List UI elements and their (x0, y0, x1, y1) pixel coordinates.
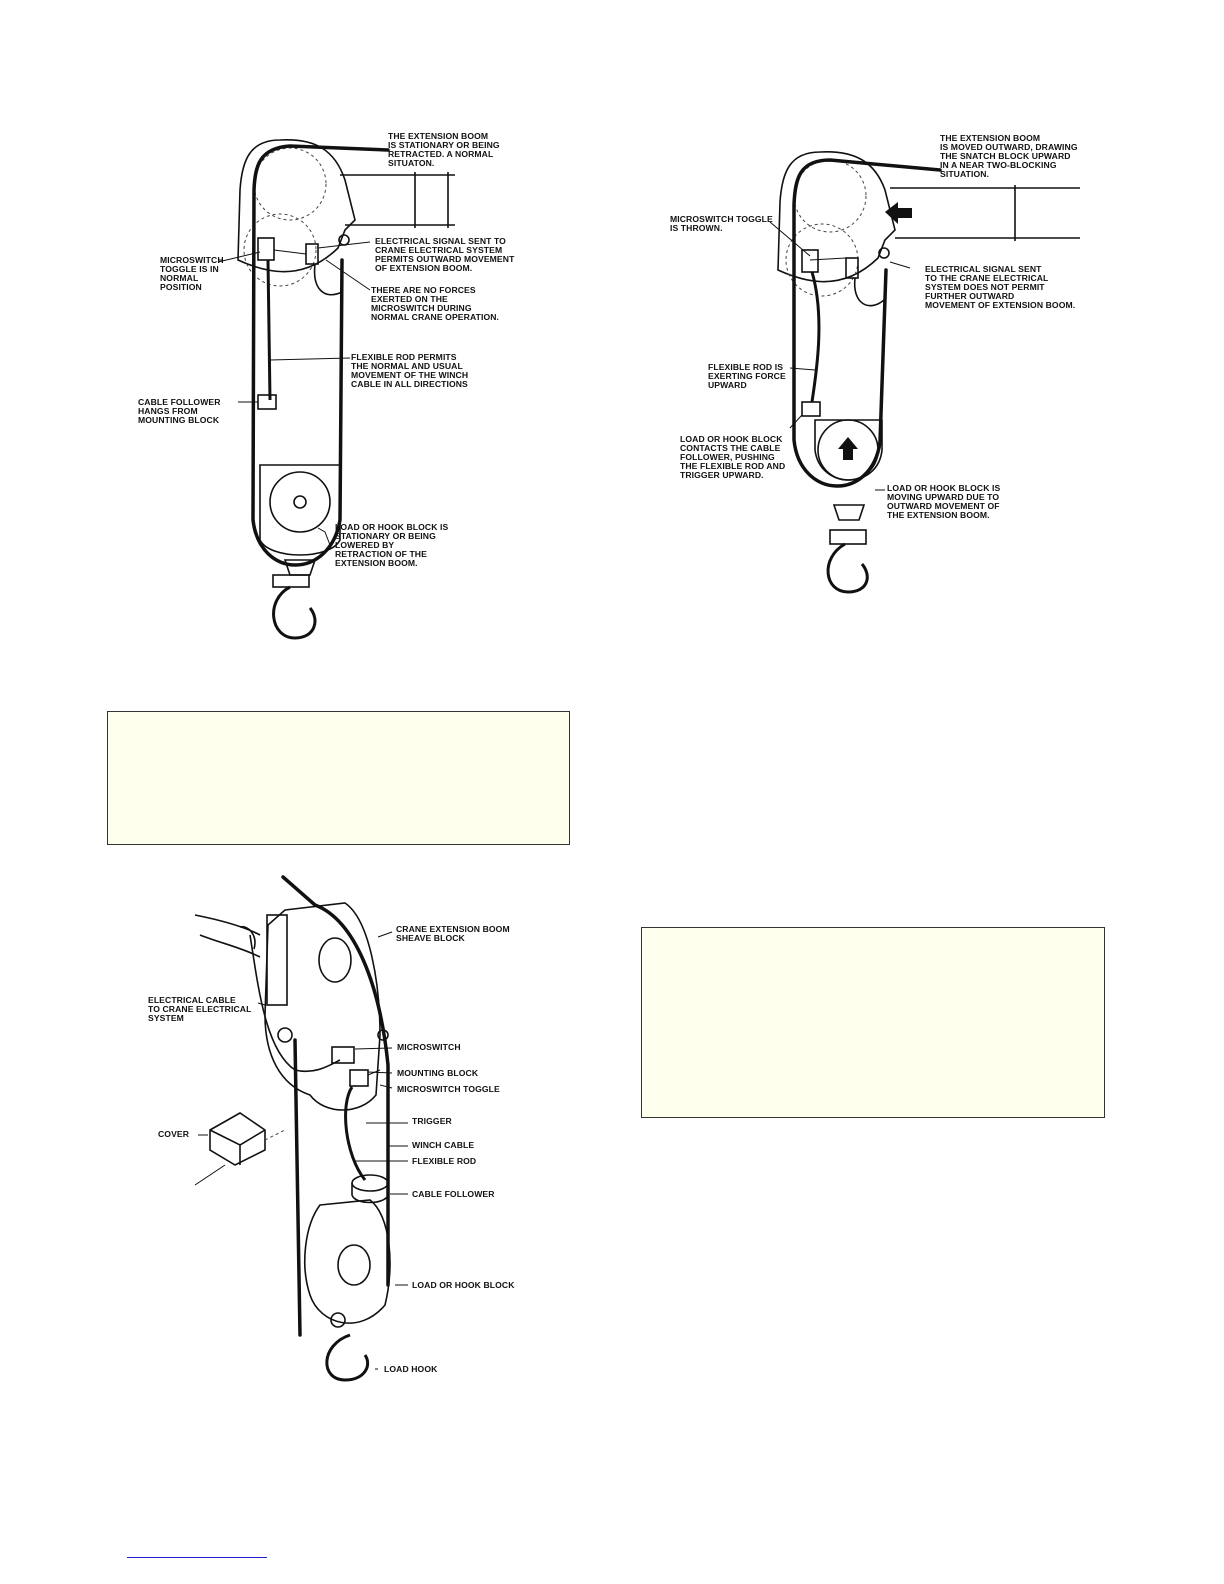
cover-screw (194, 1164, 226, 1186)
label-moving-up: LOAD OR HOOK BLOCK IS MOVING UPWARD DUE … (887, 483, 1003, 520)
note-box-right (641, 927, 1105, 1118)
cable-follower (257, 394, 277, 410)
hook-swivel (272, 574, 310, 588)
footer-link-underline[interactable] (127, 1557, 267, 1558)
mounting-block (801, 249, 819, 273)
electrical-cable (249, 934, 341, 1073)
note-box-left (107, 711, 570, 845)
label-toggle: MICROSWITCH TOGGLE IS THROWN. (670, 214, 775, 233)
toggle-line (273, 249, 307, 255)
load-hook (325, 1333, 370, 1382)
extension-boom (340, 174, 455, 226)
label-cable-follower: CABLE FOLLOWER (412, 1189, 495, 1199)
figure-normal-operation: THE EXTENSION BOOM IS STATIONARY OR BEIN… (138, 131, 517, 640)
sheave-block-outline (237, 139, 356, 273)
hook-block-sheave (337, 1244, 371, 1286)
label-boom-state: THE EXTENSION BOOM IS MOVED OUTWARD, DRA… (940, 133, 1080, 179)
upper-sheave (793, 159, 867, 233)
hook-block (259, 464, 341, 556)
arrow-up-icon (838, 437, 858, 460)
label-boom-state: THE EXTENSION BOOM IS STATIONARY OR BEIN… (388, 131, 502, 168)
flexible-rod (344, 1086, 367, 1181)
hook-block-sheave (817, 419, 879, 481)
load-hook (826, 542, 869, 594)
label-cable-follower: CABLE FOLLOWER HANGS FROM MOUNTING BLOCK (138, 397, 223, 425)
label-signal-sent: ELECTRICAL SIGNAL SENT TO CRANE ELECTRIC… (375, 236, 517, 273)
figure-component-detail: CRANE EXTENSION BOOM SHEAVE BLOCK ELECTR… (148, 875, 515, 1382)
label-hook-block: LOAD OR HOOK BLOCK (412, 1280, 515, 1290)
microswitch (845, 257, 859, 279)
label-microswitch-toggle: MICROSWITCH TOGGLE (397, 1084, 500, 1094)
label-hook-block: LOAD OR HOOK BLOCK IS STATIONARY OR BEIN… (335, 522, 451, 568)
label-flexible-rod: FLEXIBLE ROD IS EXERTING FORCE UPWARD (708, 362, 788, 390)
flexible-rod (810, 271, 821, 403)
label-mounting-block: MOUNTING BLOCK (397, 1068, 479, 1078)
label-cover: COVER (158, 1129, 190, 1139)
load-hook (272, 585, 317, 640)
label-sheave-block: CRANE EXTENSION BOOM SHEAVE BLOCK (396, 924, 512, 943)
label-trigger: TRIGGER (412, 1116, 453, 1126)
winch-cable (792, 158, 942, 488)
hook-block (304, 1199, 391, 1324)
hook-block-sheave (269, 471, 331, 533)
label-microswitch: MICROSWITCH (397, 1042, 461, 1052)
label-flexible-rod: FLEXIBLE ROD PERMITS THE NORMAL AND USUA… (351, 352, 471, 389)
flexible-rod (266, 259, 272, 401)
microswitch (331, 1046, 355, 1064)
pin (878, 247, 890, 259)
sheave-block-plate (264, 902, 381, 1111)
figure-two-blocking: THE EXTENSION BOOM IS MOVED OUTWARD, DRA… (670, 133, 1080, 594)
label-contact: LOAD OR HOOK BLOCK CONTACTS THE CABLE FO… (680, 434, 788, 480)
extension-boom (890, 187, 1080, 239)
label-signal-sent: ELECTRICAL SIGNAL SENT TO THE CRANE ELEC… (925, 264, 1075, 310)
arrow-left-icon (885, 202, 912, 224)
label-flexible-rod: FLEXIBLE ROD (412, 1156, 476, 1166)
electrical-cable (853, 277, 885, 307)
cable-follower (801, 401, 821, 417)
label-toggle: MICROSWITCH TOGGLE IS IN NORMAL POSITION (160, 255, 226, 292)
boom-section (414, 172, 449, 228)
lower-sheave (243, 213, 317, 287)
electrical-cable (313, 263, 343, 296)
cover (209, 1112, 266, 1166)
extension-boom (194, 914, 261, 958)
upper-sheave (253, 147, 327, 221)
label-electrical-cable: ELECTRICAL CABLE TO CRANE ELECTRICAL SYS… (148, 995, 254, 1023)
lower-sheave (785, 223, 859, 297)
mounting-block (257, 237, 275, 261)
label-winch-cable: WINCH CABLE (412, 1140, 474, 1150)
mounting-block (349, 1069, 369, 1087)
label-no-forces: THERE ARE NO FORCES EXERTED ON THE MICRO… (371, 285, 499, 322)
side-cover (266, 914, 288, 1006)
hook-swivel (829, 529, 867, 545)
sheave-pin-hole (318, 937, 352, 983)
label-load-hook: LOAD HOOK (384, 1364, 438, 1374)
cable-follower (351, 1174, 389, 1192)
toggle-line (809, 257, 847, 261)
